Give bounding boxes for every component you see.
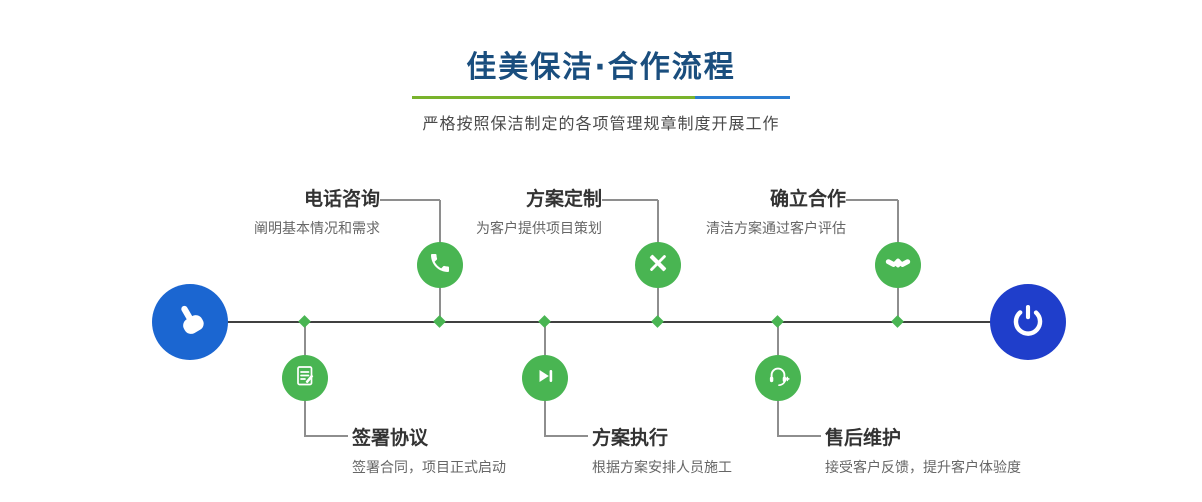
step-label-phone: 电话咨询 阐明基本情况和需求: [254, 184, 380, 238]
connector-line: [897, 288, 899, 322]
connector-line: [380, 199, 440, 201]
step-label-service: 售后维护 接受客户反馈，提升客户体验度: [825, 423, 1021, 477]
step-desc: 根据方案安排人员施工: [592, 460, 732, 476]
title-divider: [412, 96, 790, 99]
hand-pointer-icon: [171, 301, 209, 343]
connector-line: [304, 435, 348, 437]
divider-blue-segment: [695, 96, 790, 99]
timeline-diamond: [771, 315, 784, 328]
timeline-diamond: [538, 315, 551, 328]
step-label-cooperation: 确立合作 清洁方案通过客户评估: [706, 184, 846, 238]
connector-line: [544, 435, 588, 437]
step-desc: 为客户提供项目策划: [476, 221, 602, 237]
contract-icon: [293, 364, 317, 392]
step-title: 确立合作: [769, 188, 846, 210]
timeline-end-node: [990, 284, 1066, 360]
step-label-design: 方案定制 为客户提供项目策划: [476, 184, 602, 238]
step-label-contract: 签署协议 签署合同，项目正式启动: [352, 423, 506, 477]
step-node-design: [635, 242, 681, 288]
step-title: 电话咨询: [303, 188, 380, 210]
pen-ruler-icon: [646, 251, 670, 279]
step-desc: 阐明基本情况和需求: [254, 221, 380, 237]
step-title: 方案定制: [525, 188, 602, 210]
connector-line: [657, 288, 659, 322]
step-node-cooperation: [875, 242, 921, 288]
connector-line: [544, 322, 546, 355]
step-title: 方案执行: [592, 427, 669, 449]
connector-line: [304, 322, 306, 355]
step-desc: 接受客户反馈，提升客户体验度: [825, 460, 1021, 476]
connector-line: [304, 401, 306, 437]
page-subtitle: 严格按照保洁制定的各项管理规章制度开展工作: [422, 114, 780, 133]
step-node-service: [755, 355, 801, 401]
connector-line: [439, 288, 441, 322]
connector-line: [657, 200, 659, 243]
step-desc: 清洁方案通过客户评估: [706, 221, 846, 237]
timeline-line: [190, 321, 1028, 323]
connector-line: [846, 199, 898, 201]
step-node-contract: [282, 355, 328, 401]
connector-line: [439, 200, 441, 243]
step-title: 售后维护: [825, 427, 902, 449]
divider-green-segment: [412, 96, 695, 99]
page-title: 佳美保洁·合作流程: [466, 50, 736, 85]
connector-line: [777, 401, 779, 437]
play-next-icon: [533, 364, 557, 392]
power-icon: [1009, 301, 1047, 343]
timeline-diamond: [298, 315, 311, 328]
timeline-diamond: [433, 315, 446, 328]
connector-line: [777, 322, 779, 355]
step-desc: 签署合同，项目正式启动: [352, 460, 506, 476]
connector-line: [602, 199, 658, 201]
phone-icon: [428, 251, 452, 279]
step-node-execute: [522, 355, 568, 401]
timeline-start-node: [152, 284, 228, 360]
timeline-diamond: [651, 315, 664, 328]
step-label-execute: 方案执行 根据方案安排人员施工: [592, 423, 732, 477]
connector-line: [544, 401, 546, 437]
connector-line: [897, 200, 899, 243]
step-node-phone: [417, 242, 463, 288]
handshake-icon: [885, 250, 911, 280]
timeline-diamond: [891, 315, 904, 328]
connector-line: [777, 435, 821, 437]
step-title: 签署协议: [352, 427, 429, 449]
headset-plus-icon: [766, 364, 790, 392]
